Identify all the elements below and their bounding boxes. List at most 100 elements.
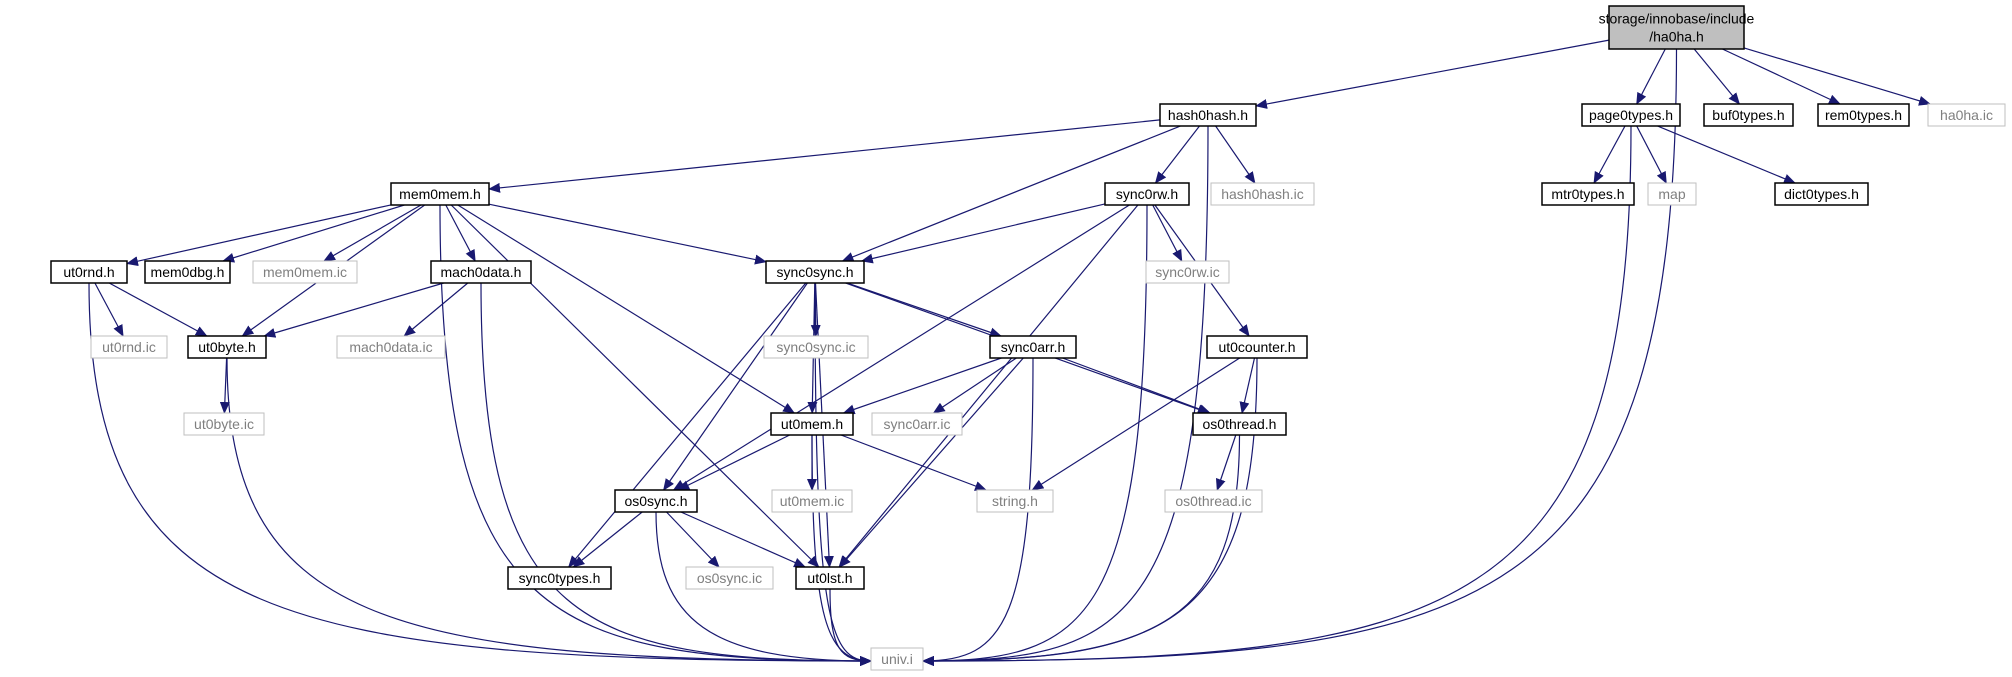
edge-ut0rnd_h-to-ut0byte_h xyxy=(108,282,208,337)
node-sync0sync-h[interactable]: sync0sync.h xyxy=(765,260,865,284)
node-hash0hash-h[interactable]: hash0hash.h xyxy=(1159,103,1257,127)
node-page0types-h[interactable]: page0types.h xyxy=(1581,103,1681,127)
edge-mem0mem_h-to-mem0mem_ic xyxy=(323,204,422,262)
node-label: mach0data.h xyxy=(441,264,522,280)
node-box xyxy=(870,647,924,671)
edge-mem0mem_h-to-mach0data_h xyxy=(445,204,476,262)
edge-ut0counter_h-to-string_h xyxy=(1031,357,1241,491)
edge-ut0counter_h-to-os0thread_h xyxy=(1239,357,1256,414)
node-os0sync-h[interactable]: os0sync.h xyxy=(614,489,698,513)
node-label: ut0rnd.ic xyxy=(102,339,156,355)
node-dict0types-h[interactable]: dict0types.h xyxy=(1774,182,1869,206)
node-box xyxy=(771,489,853,513)
node-label: mem0mem.ic xyxy=(263,264,347,280)
node-label: buf0types.h xyxy=(1712,107,1784,123)
node-ha0ha-ic: ha0ha.ic xyxy=(1927,103,2006,127)
node-label: univ.i xyxy=(881,651,913,667)
node-box xyxy=(685,566,774,590)
node-ut0mem-h[interactable]: ut0mem.h xyxy=(770,412,854,436)
node-sync0sync-ic: sync0sync.ic xyxy=(763,335,869,359)
node-box xyxy=(763,335,869,359)
node-label: mem0dbg.h xyxy=(151,264,225,280)
node-mem0mem-h[interactable]: mem0mem.h xyxy=(390,182,490,206)
node-label: os0thread.h xyxy=(1203,416,1277,432)
node-string-h: string.h xyxy=(976,489,1054,513)
node-ut0counter-h[interactable]: ut0counter.h xyxy=(1206,335,1308,359)
node-label: mach0data.ic xyxy=(349,339,432,355)
nodes-layer: storage/innobase/include/ha0ha.h hash0has… xyxy=(50,5,2006,671)
edge-ut0mem_h-to-os0sync_h xyxy=(677,434,790,491)
node-mach0data-h[interactable]: mach0data.h xyxy=(430,260,532,284)
node-ha0ha-h[interactable]: storage/innobase/include/ha0ha.h xyxy=(1599,5,1755,50)
node-mem0mem-ic: mem0mem.ic xyxy=(252,260,358,284)
node-ut0rnd-h[interactable]: ut0rnd.h xyxy=(50,260,128,284)
node-box xyxy=(144,260,231,284)
node-ut0mem-ic: ut0mem.ic xyxy=(771,489,853,513)
node-buf0types-h[interactable]: buf0types.h xyxy=(1703,103,1794,127)
node-box xyxy=(1206,335,1308,359)
edge-os0sync_h-to-sync0types_h xyxy=(572,511,643,568)
edge-mem0mem_h-to-mem0dbg_h xyxy=(222,204,405,263)
node-sync0types-h[interactable]: sync0types.h xyxy=(507,566,612,590)
node-os0sync-ic: os0sync.ic xyxy=(685,566,774,590)
node-label: page0types.h xyxy=(1589,107,1673,123)
edge-sync0rw_h-to-os0sync_h xyxy=(672,204,1130,491)
node-sync0rw-h[interactable]: sync0rw.h xyxy=(1104,182,1190,206)
node-mtr0types-h[interactable]: mtr0types.h xyxy=(1541,182,1635,206)
node-label: string.h xyxy=(992,493,1038,509)
node-sync0arr-h[interactable]: sync0arr.h xyxy=(989,335,1077,359)
node-label: mem0mem.h xyxy=(399,186,481,202)
edge-os0thread_h-to-univ_i xyxy=(922,434,1241,666)
node-label: hash0hash.h xyxy=(1168,107,1248,123)
edge-ha0ha_h-to-ha0ha_ic xyxy=(1743,47,1931,106)
node-box xyxy=(90,335,168,359)
node-label: ha0ha.ic xyxy=(1940,107,1993,123)
node-box xyxy=(390,182,490,206)
node-rem0types-h[interactable]: rem0types.h xyxy=(1817,103,1910,127)
edge-mem0mem_h-to-ut0lst_h xyxy=(450,204,820,568)
node-label: ut0byte.ic xyxy=(194,416,254,432)
node-box xyxy=(1927,103,2006,127)
edge-page0types_h-to-map xyxy=(1636,125,1667,184)
node-box xyxy=(1145,260,1230,284)
node-mach0data-ic: mach0data.ic xyxy=(336,335,446,359)
node-label: map xyxy=(1658,186,1685,202)
edge-sync0sync_h-to-univ_i xyxy=(814,282,872,666)
edges-layer xyxy=(88,39,1931,666)
node-mem0dbg-h[interactable]: mem0dbg.h xyxy=(144,260,231,284)
node-ut0byte-h[interactable]: ut0byte.h xyxy=(187,335,267,359)
node-label: sync0sync.ic xyxy=(776,339,855,355)
node-label: sync0types.h xyxy=(519,570,601,586)
edge-page0types_h-to-mtr0types_h xyxy=(1593,125,1626,184)
node-label: hash0hash.ic xyxy=(1221,186,1304,202)
edge-mem0mem_h-to-ut0rnd_h xyxy=(126,204,392,267)
node-box xyxy=(1164,489,1263,513)
node-box xyxy=(795,566,865,590)
edge-ha0ha_h-to-rem0types_h xyxy=(1722,48,1841,105)
edge-sync0rw_h-to-sync0rw_ic xyxy=(1152,204,1183,262)
node-ut0lst-h[interactable]: ut0lst.h xyxy=(795,566,865,590)
node-label: ut0byte.h xyxy=(198,339,256,355)
edge-os0sync_h-to-univ_i xyxy=(655,511,872,666)
node-ut0rnd-ic: ut0rnd.ic xyxy=(90,335,168,359)
node-ut0byte-ic: ut0byte.ic xyxy=(183,412,265,436)
node-box xyxy=(1192,412,1287,436)
node-box xyxy=(1104,182,1190,206)
edge-sync0arr_h-to-os0thread_h xyxy=(1062,357,1211,414)
node-box xyxy=(1210,182,1315,206)
node-box xyxy=(252,260,358,284)
node-label: sync0arr.h xyxy=(1001,339,1066,355)
edge-hash0hash_h-to-mem0mem_h xyxy=(488,119,1161,193)
edge-os0thread_h-to-os0thread_ic xyxy=(1215,434,1237,491)
edge-ha0ha_h-to-buf0types_h xyxy=(1693,48,1741,105)
edge-os0sync_h-to-ut0lst_h xyxy=(680,511,807,568)
node-box xyxy=(976,489,1054,513)
edge-sync0arr_h-to-sync0arr_ic xyxy=(932,357,1017,414)
edge-mach0data_h-to-ut0byte_h xyxy=(263,282,444,338)
node-os0thread-h[interactable]: os0thread.h xyxy=(1192,412,1287,436)
node-box xyxy=(430,260,532,284)
edge-ut0rnd_h-to-univ_i xyxy=(88,282,872,666)
edge-sync0rw_h-to-univ_i xyxy=(922,204,1148,666)
edge-sync0rw_h-to-sync0sync_h xyxy=(860,203,1106,264)
